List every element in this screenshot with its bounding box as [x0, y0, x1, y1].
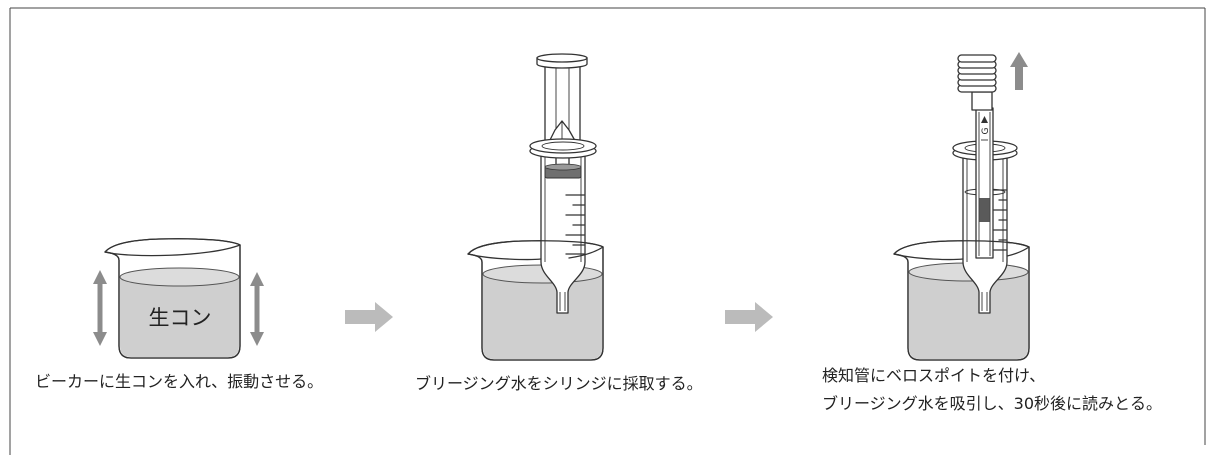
syringe: [529, 53, 597, 314]
step-1: 生コン ビーカーに生コンを入れ、振動させる。: [35, 238, 323, 391]
beaker-label: 生コン: [149, 306, 212, 330]
beaker-2-liquid: [483, 274, 602, 359]
bellows-pump: [957, 54, 997, 111]
syringe-barrel: [540, 149, 586, 314]
step-2-caption: ブリージング水をシリンジに採取する。: [415, 374, 703, 393]
syringe-graduations: [565, 194, 585, 255]
vertical-double-arrow-icon: [93, 270, 107, 346]
beaker-1: [104, 238, 241, 359]
syringe-graduations: [993, 189, 1007, 251]
step-3-caption-line-1: 検知管にベロスポイトを付け、: [822, 366, 1045, 385]
step-1-caption: ビーカーに生コンを入れ、振動させる。: [35, 372, 323, 391]
beaker-3-liquid: [909, 272, 1028, 359]
step-3-caption-line-2: ブリージング水を吸引し、30秒後に読みとる。: [822, 394, 1162, 413]
tube-marking: G: [981, 127, 991, 134]
right-arrow-icon: [345, 302, 393, 332]
step-2: ブリージング水をシリンジに採取する。: [415, 53, 703, 393]
syringe-with-detector-tube: G: [952, 54, 1018, 314]
diagram-frame: [9, 7, 1206, 455]
up-arrow-icon: [1010, 52, 1028, 90]
right-arrow-icon: [725, 302, 773, 332]
step-3: G 検知管にベロスポイトを付け、 ブリージング水を吸引し、30秒後に読みとる。: [822, 52, 1162, 413]
detector-tube-reading: [979, 198, 990, 222]
flow-direction-arrow-icon: [981, 116, 988, 123]
vertical-double-arrow-icon: [250, 272, 264, 346]
beaker-1-liquid-surface: [119, 267, 240, 287]
beaker-1-liquid: [120, 277, 239, 357]
